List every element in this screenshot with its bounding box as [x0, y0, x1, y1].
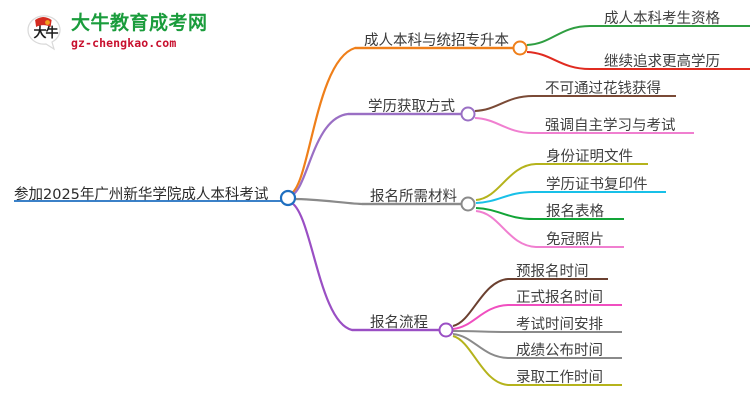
- leaf-label-3-3[interactable]: 报名表格: [546, 204, 604, 220]
- logo-text-block: 大牛教育成考网 gz-chengkao.com: [71, 12, 208, 51]
- svg-text:大: 大: [33, 25, 46, 41]
- branch-label-3[interactable]: 报名所需材料: [370, 189, 457, 205]
- branch-label-1[interactable]: 成人本科与统招专升本: [364, 33, 509, 49]
- connector-branch-2-child-1: [474, 95, 676, 112]
- connector-branch-3-child-1: [475, 163, 648, 201]
- leaf-label-4-2[interactable]: 正式报名时间: [516, 290, 603, 306]
- site-logo[interactable]: 大 牛 大牛教育成考网 gz-chengkao.com: [24, 12, 208, 52]
- root-node-label[interactable]: 参加2025年广州新华学院成人本科考试: [14, 187, 269, 203]
- root-node-circle[interactable]: [279, 189, 297, 207]
- branch-label-4[interactable]: 报名流程: [370, 315, 428, 331]
- leaf-label-2-1[interactable]: 不可通过花钱获得: [545, 81, 661, 97]
- connector-branch-1-child-1: [526, 25, 750, 46]
- connector-root-to-branch-4: [289, 200, 439, 332]
- connector-branch-4-child-3: [452, 330, 622, 333]
- connector-branch-4-child-5: [452, 335, 622, 386]
- connector-root-to-branch-2: [289, 112, 461, 198]
- logo-title: 大牛教育成考网: [71, 12, 208, 35]
- leaf-label-4-4[interactable]: 成绩公布时间: [516, 343, 603, 359]
- connector-root-to-branch-3: [291, 197, 461, 206]
- connector-branch-2-child-2: [474, 117, 694, 134]
- branch-2-node-circle[interactable]: [460, 106, 476, 122]
- leaf-label-4-1[interactable]: 预报名时间: [516, 264, 589, 280]
- leaf-label-3-2[interactable]: 学历证书复印件: [546, 177, 648, 193]
- connector-branch-4-child-1: [452, 278, 608, 327]
- bull-circle-logo: 大 牛: [24, 12, 64, 52]
- branch-4-node-circle[interactable]: [438, 322, 454, 338]
- branch-3-node-circle[interactable]: [460, 196, 476, 212]
- leaf-label-3-1[interactable]: 身份证明文件: [546, 149, 633, 165]
- leaf-label-1-2[interactable]: 继续追求更高学历: [604, 54, 720, 70]
- branch-1-node-circle[interactable]: [512, 40, 528, 56]
- connector-root-to-branch-1: [289, 46, 513, 196]
- leaf-label-1-1[interactable]: 成人本科考生资格: [604, 11, 720, 27]
- connector-branch-1-child-2: [526, 51, 750, 70]
- svg-text:牛: 牛: [45, 25, 58, 41]
- connector-branch-3-child-3: [475, 207, 624, 220]
- leaf-label-4-5[interactable]: 录取工作时间: [516, 370, 603, 386]
- logo-subtitle: gz-chengkao.com: [71, 36, 177, 51]
- leaf-label-3-4[interactable]: 免冠照片: [546, 232, 604, 248]
- connector-branch-3-child-2: [475, 191, 666, 204]
- leaf-label-2-2[interactable]: 强调自主学习与考试: [545, 118, 676, 134]
- connector-branch-4-child-2: [452, 304, 622, 330]
- connector-branch-3-child-4: [475, 210, 624, 248]
- branch-label-2[interactable]: 学历获取方式: [368, 99, 455, 115]
- leaf-label-4-3[interactable]: 考试时间安排: [516, 317, 603, 333]
- connector-branch-4-child-4: [452, 333, 622, 359]
